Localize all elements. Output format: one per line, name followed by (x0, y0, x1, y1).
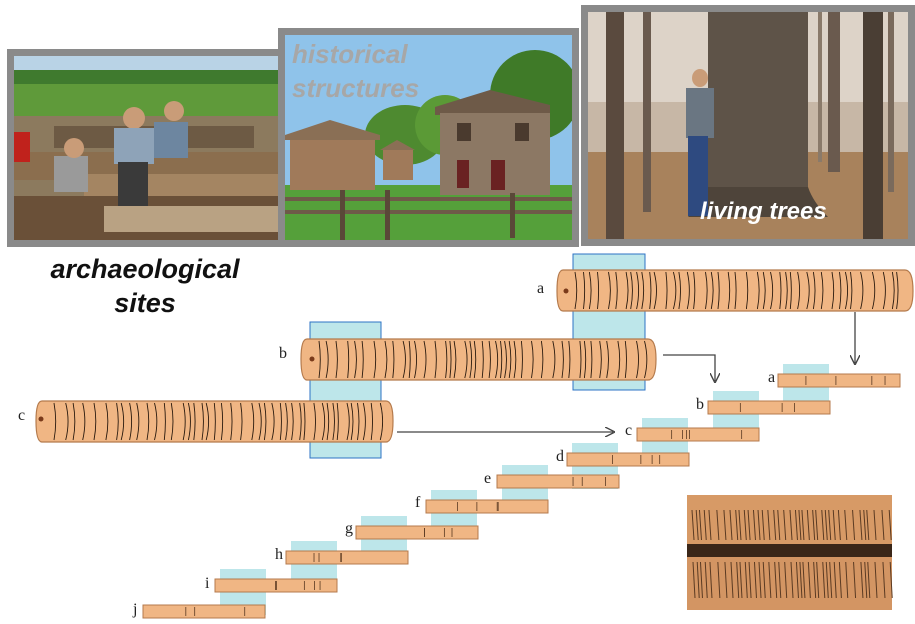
historical-structures-caption: historical structures (292, 39, 420, 103)
label-chain-j: j (133, 601, 138, 618)
label-chain-h: h (275, 546, 283, 563)
label-chain-i: i (205, 575, 210, 592)
arrow-b-right-down (663, 354, 715, 381)
label-chain-a: a (768, 369, 776, 386)
label-chain-e: e (484, 470, 492, 487)
core-b (300, 338, 657, 381)
label-chain-d: d (556, 448, 564, 465)
label-large-c: c (18, 407, 26, 424)
label-large-a: a (537, 280, 545, 297)
chain-core (777, 373, 901, 388)
core-detail-photo (687, 495, 893, 610)
core-a (556, 269, 914, 312)
archaeological-sites-caption: archaeological sites (50, 254, 240, 318)
sample-chain (142, 364, 901, 619)
chain-core (355, 525, 479, 540)
chain-core (566, 452, 690, 467)
label-chain-f: f (415, 494, 421, 511)
living-trees-photo (581, 5, 915, 246)
core-c (35, 400, 394, 443)
label-chain-b: b (696, 396, 704, 413)
archaeological-sites-photo (7, 49, 285, 247)
chain-core (496, 474, 620, 489)
label-chain-c: c (625, 422, 633, 439)
chain-core (425, 499, 549, 514)
chain-core (707, 400, 831, 415)
chain-core (636, 427, 760, 442)
chain-core (142, 604, 266, 619)
label-chain-g: g (345, 520, 353, 537)
label-large-b: b (279, 345, 287, 362)
chain-core (285, 550, 409, 565)
historical-structures-photo (278, 28, 579, 247)
living-trees-caption: living trees (700, 198, 827, 225)
